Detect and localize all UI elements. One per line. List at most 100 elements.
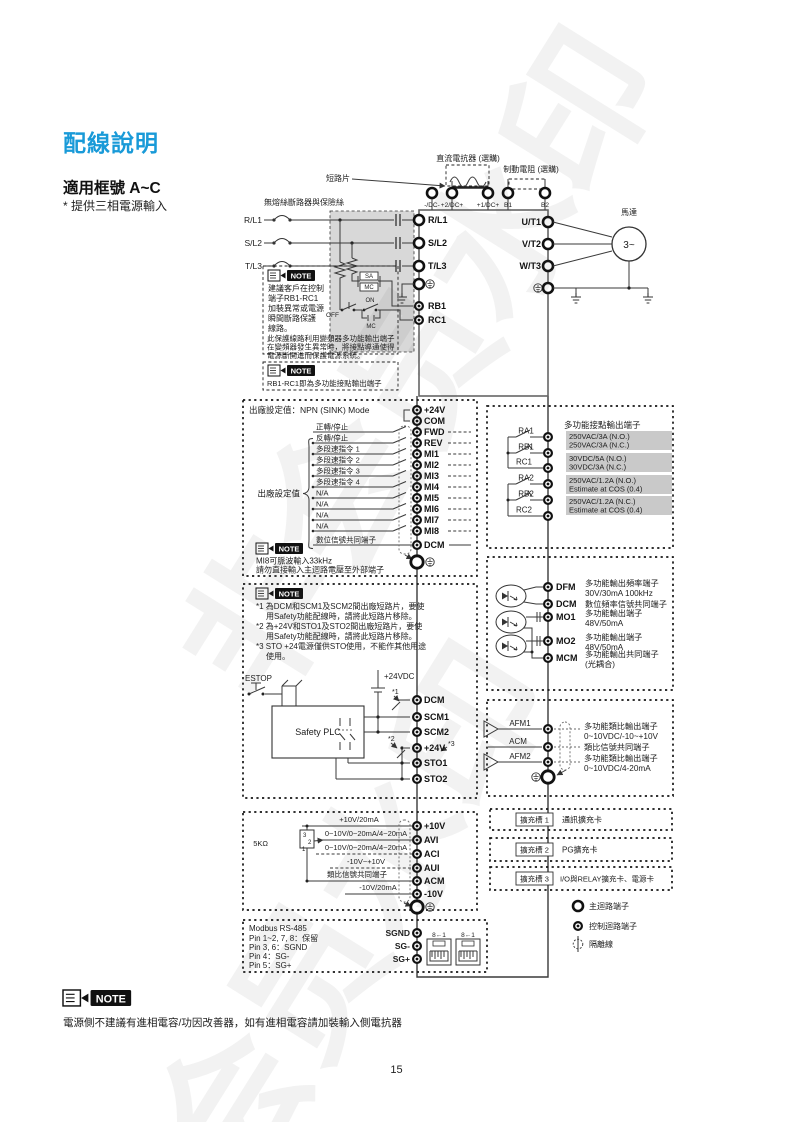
- dc-terminals: -/DC- +2/DC+ +1/DC+ B1 B2: [424, 186, 552, 210]
- legend-label: 隔離線: [589, 939, 613, 949]
- mc-aux-label: MC: [366, 324, 376, 330]
- relay-contact-label: RB1: [518, 443, 534, 452]
- terminal-label: MI3: [424, 471, 439, 481]
- relay-spec: Estimate at COS (0.4): [569, 506, 643, 515]
- output-ground-terminal: [541, 281, 555, 295]
- terminal-desc: 數位頻率信號共同端子: [585, 599, 667, 609]
- terminal-label: SG-: [395, 941, 410, 951]
- legend-label: 控制迴路端子: [589, 921, 637, 931]
- expansion-slots: 擴充槽 1 通訊擴充卡 擴充槽 2 PG擴充卡 擴充槽 3 I/O與RELAY擴…: [489, 808, 673, 891]
- terminal-label: ACI: [424, 849, 440, 859]
- modbus-line: Pin 5：SG+: [249, 961, 292, 970]
- terminal-label: DFM: [556, 582, 576, 592]
- terminal-label: -10V: [424, 889, 443, 899]
- terminal-desc: 多功能輸出端子: [585, 632, 642, 642]
- pe-icon: [425, 902, 435, 912]
- terminal-desc: 0~10VDC/-10~+10V: [584, 732, 659, 741]
- note-icon: NOTE: [267, 269, 315, 282]
- earth-symbol: [570, 292, 582, 304]
- relay-contact-label: RC2: [516, 506, 533, 515]
- function-label: 多段速指令 4: [316, 477, 360, 487]
- legend-label: 主迴路端子: [589, 901, 629, 911]
- terminal-label: AUI: [424, 863, 440, 873]
- terminal-label: MO1: [556, 612, 576, 622]
- page-number: 15: [390, 1064, 403, 1076]
- earth-symbol: [642, 292, 654, 304]
- terminal-label: MCM: [556, 653, 578, 663]
- terminal-desc: 0~10VDC/4-20mA: [584, 764, 651, 773]
- optocoupler-icon: [495, 584, 527, 608]
- off-button-label: OFF: [326, 312, 339, 319]
- slot-desc: 通訊擴充卡: [562, 815, 602, 825]
- dc-reactor: 直流電抗器 (選購): [436, 153, 500, 188]
- terminal-desc: 多功能類比輸出端子: [584, 721, 658, 731]
- jumper-mark: *3: [448, 741, 455, 748]
- brake-resistor: 制動電阻 (選購): [503, 164, 559, 190]
- terminal-desc: 30V/30mA 100kHz: [585, 589, 653, 598]
- note-line: *2 為+24V和STO1及STO2間出廠短路片，要使: [256, 621, 422, 631]
- terminal-label: AFM2: [509, 752, 531, 761]
- shield-wire-symbol: [572, 935, 584, 953]
- input-ground-terminal: [412, 277, 426, 291]
- svg-text:NOTE: NOTE: [291, 367, 312, 376]
- motor-label: 馬達: [621, 207, 637, 217]
- function-label: 多段速指令 2: [316, 455, 360, 465]
- note-line: 用Safety功能配線時，請將此短路片移除。: [266, 611, 417, 621]
- jumper-mark: *2: [388, 736, 395, 743]
- signal-label: +10V/20mA: [339, 815, 378, 824]
- analog-input-section: +10V/20mA 0~10V/0~20mA/4~20mA 0~10V/0~20…: [242, 811, 478, 915]
- slot-label: 擴充槽 2: [520, 845, 549, 855]
- shield-lasso: [559, 721, 571, 771]
- note-line: RB1-RC1即為多功能接點輸出端子: [267, 378, 382, 388]
- input-term-label: S/L2: [428, 238, 447, 248]
- diagram-legend: 主迴路端子 控制迴路端子 隔離線: [571, 899, 637, 953]
- shield-ground-terminal: [409, 899, 425, 915]
- frame-heading: 適用框號 A~C: [63, 180, 161, 197]
- short-circuit-jumper: 短路片: [326, 173, 488, 189]
- note-line: 用Safety功能配線時，請將此短路片移除。: [266, 631, 417, 641]
- digital-input-section: 出廠設定值：NPN (SINK) Mode +24V COM 正轉/停止 FWD…: [242, 399, 478, 577]
- modbus-section: Modbus RS-485 Pin 1~2, 7, 8：保留 Pin 3, 6：…: [242, 919, 488, 973]
- pot-pin: 3: [303, 833, 307, 839]
- terminal-label: MI8: [424, 526, 439, 536]
- input-term-label: T/L3: [428, 261, 447, 271]
- safety-section: NOTE *1 為DCM和SCM1及SCM2間出廠短路片，要使 用Safety功…: [242, 583, 478, 799]
- note-line: 在變頻器發生異常時，將接點導通使得: [267, 342, 395, 352]
- svg-text:NOTE: NOTE: [96, 993, 126, 1005]
- terminal-label: MI4: [424, 482, 439, 492]
- shield-ground-terminal: [540, 769, 556, 785]
- pe-icon: [531, 772, 541, 782]
- terminal-label: SG+: [393, 954, 410, 964]
- note-line: 線路。: [268, 323, 292, 333]
- note-icon: NOTE: [255, 542, 303, 555]
- signal-label: 0~10V/0~20mA/4~20mA: [325, 829, 407, 838]
- contactor-circuit: SA MC OFF ON MC: [326, 218, 413, 330]
- input-phase-label: R/L1: [244, 215, 262, 225]
- note-icon: NOTE: [267, 364, 315, 377]
- note-line: *1 為DCM和SCM1及SCM2間出廠短路片，要使: [256, 601, 424, 611]
- function-label: 多段速指令 3: [316, 466, 360, 476]
- battery-label: +24VDC: [384, 672, 415, 681]
- motor-phase-label: 3~: [623, 240, 635, 251]
- motor-output: U/T1 V/T2 W/T3 3~ 馬達: [520, 207, 654, 304]
- modbus-line: Pin 3, 6：SGND: [249, 943, 307, 952]
- terminal-desc: 多功能輸出共同端子: [585, 649, 659, 659]
- note-line: *3 STO +24電源僅供STO使用，不能作其他用途: [256, 641, 426, 651]
- relay-spec: 250VAC/3A (N.C.): [569, 441, 630, 450]
- terminal-label: +10V: [424, 821, 445, 831]
- rj45-jack: 8←1: [426, 932, 452, 966]
- optocoupler-icon: [495, 610, 527, 634]
- slot-desc: I/O與RELAY擴充卡、電源卡: [560, 874, 655, 884]
- dc-term-label: +2/DC+: [441, 202, 464, 209]
- relay-spec: Estimate at COS (0.4): [569, 485, 643, 494]
- svg-text:NOTE: NOTE: [279, 545, 300, 554]
- svg-text:NOTE: NOTE: [279, 590, 300, 599]
- rj45-pin-label: 8←1: [432, 932, 446, 939]
- terminal-label: SCM1: [424, 712, 449, 722]
- note-line: 建議客戶在控制: [268, 283, 324, 293]
- output-term-label: V/T2: [522, 239, 541, 249]
- dc-term-label: -/DC-: [424, 202, 440, 209]
- terminal-label: STO1: [424, 758, 447, 768]
- pe-icon: [425, 557, 435, 567]
